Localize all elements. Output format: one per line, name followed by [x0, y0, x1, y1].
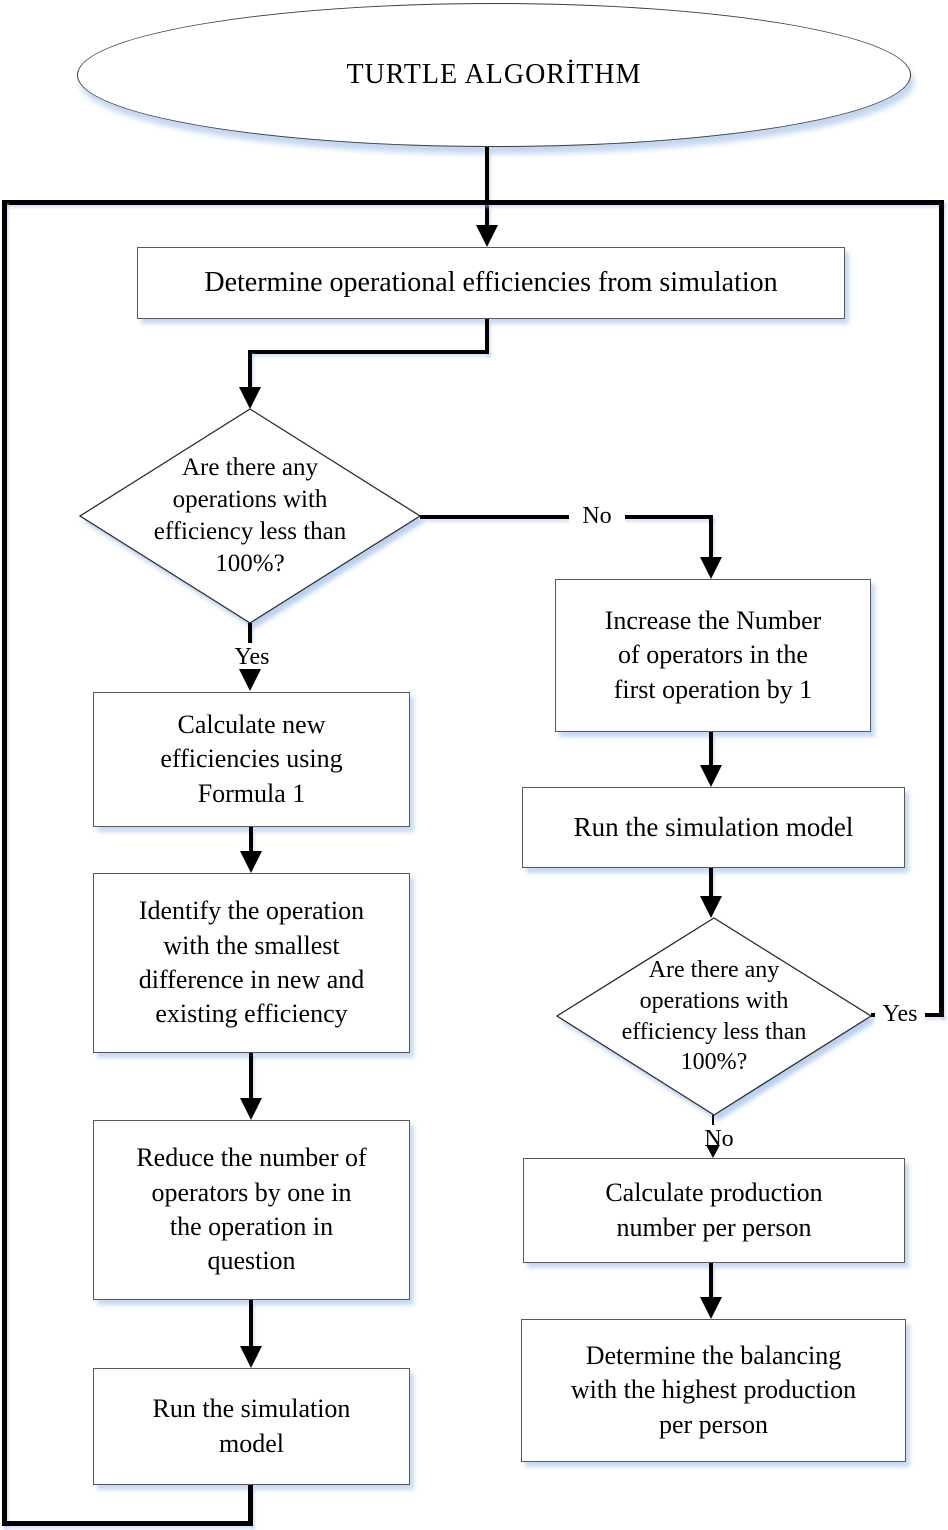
identify-operation-label: Identify the operation with the smallest…	[138, 896, 365, 1029]
calc-production-label: Calculate production number per person	[605, 1178, 823, 1242]
determine-balancing-node: Determine the balancing with the highest…	[521, 1319, 906, 1462]
flow-line-yes1	[248, 623, 252, 643]
flow-line-determine-elbow-h	[248, 350, 489, 354]
arrowhead-into-calc-new	[239, 669, 261, 691]
flow-line-no2	[712, 1115, 714, 1130]
arrowhead-into-diamond2	[700, 896, 722, 918]
calc-production-node: Calculate production number per person	[523, 1158, 905, 1263]
run-simulation-right-label: Run the simulation model	[573, 811, 854, 842]
flow-line-determine-elbow-v1	[485, 319, 489, 354]
diamond-shape	[555, 917, 873, 1116]
arrowhead-into-run-right	[700, 765, 722, 787]
calc-new-efficiencies-label: Calculate new efficiencies using Formula…	[160, 710, 343, 808]
flow-line-reduce-to-run	[249, 1300, 253, 1347]
arrowhead-into-diamond1	[239, 387, 261, 409]
edge-label-no1: No	[569, 502, 625, 531]
loop-border-top	[2, 200, 944, 205]
reduce-operators-node: Reduce the number of operators by one in…	[93, 1120, 410, 1300]
determine-balancing-label: Determine the balancing with the highest…	[570, 1341, 857, 1439]
flow-line-increase-to-run	[709, 732, 713, 766]
run-simulation-right-node: Run the simulation model	[522, 787, 905, 868]
arrowhead-into-reduce	[240, 1098, 262, 1120]
decision-efficiency-left-label: Are there any operations with efficiency…	[153, 454, 347, 577]
start-node-label: TURTLE ALGORİTHM	[346, 59, 642, 90]
edge-label-yes2: Yes	[875, 1000, 925, 1029]
loop-border-bottom	[2, 1521, 252, 1526]
loop-line-runleft-down	[248, 1485, 253, 1526]
flow-line-determine-elbow-v2	[248, 350, 252, 388]
calc-new-efficiencies-node: Calculate new efficiencies using Formula…	[93, 692, 410, 827]
decision-efficiency-left-node: Are there any operations with efficiency…	[78, 407, 422, 625]
arrowhead-into-identify	[240, 851, 262, 873]
determine-efficiencies-node: Determine operational efficiencies from …	[137, 247, 845, 319]
loop-border-left	[2, 200, 7, 1526]
flow-line-no1	[420, 515, 713, 519]
start-node-ellipse: TURTLE ALGORİTHM	[77, 3, 911, 147]
arrowhead-into-determine-balancing	[700, 1297, 722, 1319]
flow-line-calcprod-to-final	[709, 1263, 713, 1298]
run-simulation-left-node: Run the simulation model	[93, 1368, 410, 1485]
flow-line-run-to-diamond2	[709, 868, 713, 897]
determine-efficiencies-label: Determine operational efficiencies from …	[204, 266, 778, 298]
loop-border-right	[939, 200, 944, 1017]
flow-line-identify-to-reduce	[249, 1053, 253, 1099]
run-simulation-left-label: Run the simulation model	[152, 1394, 351, 1458]
arrowhead-into-run-left	[240, 1346, 262, 1368]
edge-label-yes1: Yes	[223, 643, 281, 672]
increase-operators-label: Increase the Number of operators in the …	[604, 606, 822, 704]
identify-operation-node: Identify the operation with the smallest…	[93, 873, 410, 1053]
arrowhead-into-calc-prod	[706, 1145, 720, 1158]
flow-line-calc-to-identify	[249, 827, 253, 853]
flow-line-no1-down	[709, 515, 713, 557]
decision-efficiency-right-node: Are there any operations with efficiency…	[555, 916, 873, 1117]
flow-line-start	[485, 147, 489, 227]
reduce-operators-label: Reduce the number of operators by one in…	[136, 1143, 367, 1276]
increase-operators-node: Increase the Number of operators in the …	[555, 579, 871, 732]
arrowhead-into-increase	[700, 557, 722, 579]
decision-efficiency-right-label: Are there any operations with efficiency…	[621, 957, 807, 1076]
arrowhead-into-determine	[476, 225, 498, 247]
